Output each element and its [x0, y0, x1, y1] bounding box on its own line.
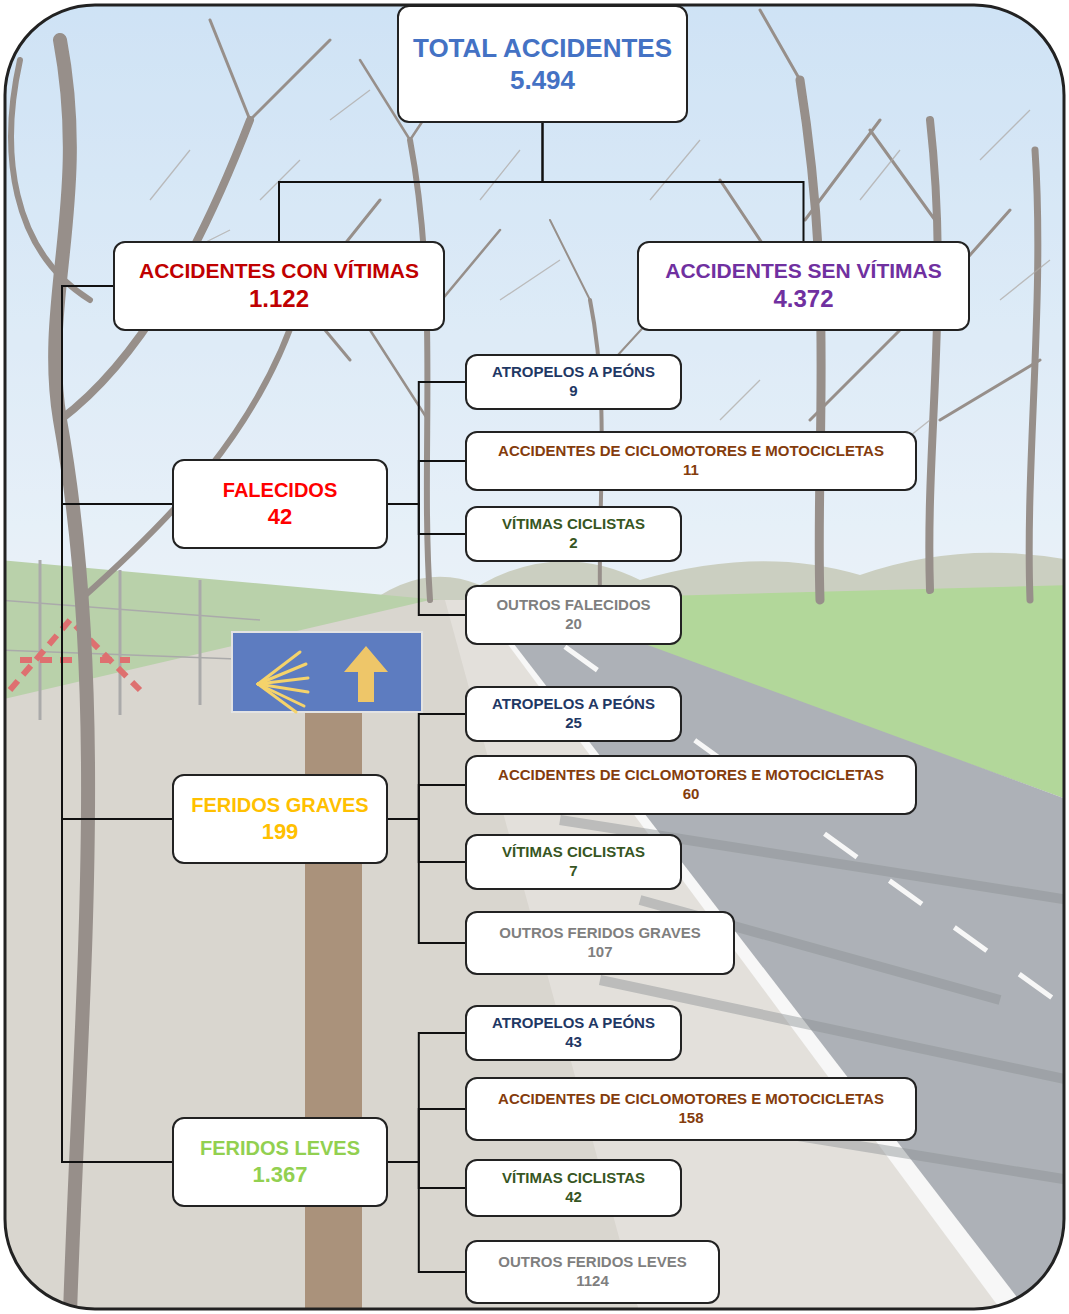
tree-connector: [388, 1109, 465, 1162]
tree-connector: [388, 819, 465, 862]
category-box: VÍTIMAS CICLISTAS42: [465, 1159, 682, 1217]
category-label: FERIDOS LEVES: [200, 1136, 360, 1161]
category-label: ACCIDENTES DE CICLOMOTORES E MOTOCICLETA…: [498, 1090, 884, 1109]
rounded-frame: [5, 5, 1064, 1309]
category-box: TOTAL ACCIDENTES5.494: [397, 5, 688, 123]
category-label: ACCIDENTES CON VÍTIMAS: [139, 258, 419, 284]
tree-connector: [388, 382, 465, 504]
count-value: 107: [587, 943, 612, 962]
tree-connector: [388, 785, 465, 819]
category-box: ACCIDENTES DE CICLOMOTORES E MOTOCICLETA…: [465, 1077, 917, 1141]
count-value: 158: [678, 1109, 703, 1128]
count-value: 25: [565, 714, 582, 733]
category-label: OUTROS FERIDOS GRAVES: [499, 924, 700, 943]
tree-connector: [543, 123, 804, 241]
photo-group: [5, 5, 1064, 1309]
count-value: 9: [569, 382, 577, 401]
tree-connector: [388, 461, 465, 504]
category-label: VÍTIMAS CICLISTAS: [502, 515, 645, 534]
category-box: ACCIDENTES CON VÍTIMAS1.122: [113, 241, 445, 331]
category-label: ATROPELOS A PEÓNS: [492, 363, 655, 382]
category-box: ACCIDENTES DE CICLOMOTORES E MOTOCICLETA…: [465, 755, 917, 815]
category-label: VÍTIMAS CICLISTAS: [502, 1169, 645, 1188]
count-value: 7: [569, 862, 577, 881]
category-box: FALECIDOS42: [172, 459, 388, 549]
tree-connector: [388, 714, 465, 819]
category-label: FALECIDOS: [223, 478, 337, 503]
category-box: OUTROS FERIDOS LEVES1124: [465, 1240, 720, 1304]
tree-connector: [388, 1033, 465, 1162]
count-value: 20: [565, 615, 582, 634]
category-box: OUTROS FERIDOS GRAVES107: [465, 911, 735, 975]
category-label: ATROPELOS A PEÓNS: [492, 1014, 655, 1033]
category-label: TOTAL ACCIDENTES: [413, 32, 672, 65]
category-box: ACCIDENTES SEN VÍTIMAS4.372: [637, 241, 970, 331]
tree-connector: [388, 819, 465, 943]
count-value: 4.372: [773, 284, 833, 314]
count-value: 1.122: [249, 284, 309, 314]
category-box: ACCIDENTES DE CICLOMOTORES E MOTOCICLETA…: [465, 431, 917, 491]
category-box: FERIDOS GRAVES199: [172, 774, 388, 864]
category-label: ACCIDENTES SEN VÍTIMAS: [665, 258, 942, 284]
count-value: 2: [569, 534, 577, 553]
category-label: ACCIDENTES DE CICLOMOTORES E MOTOCICLETA…: [498, 766, 884, 785]
category-label: ATROPELOS A PEÓNS: [492, 695, 655, 714]
count-value: 60: [683, 785, 700, 804]
count-value: 11: [683, 461, 699, 480]
category-box: OUTROS FALECIDOS20: [465, 585, 682, 645]
category-box: ATROPELOS A PEÓNS25: [465, 686, 682, 742]
category-box: ATROPELOS A PEÓNS9: [465, 354, 682, 410]
count-value: 42: [268, 503, 292, 531]
category-label: ACCIDENTES DE CICLOMOTORES E MOTOCICLETA…: [498, 442, 884, 461]
category-label: FERIDOS GRAVES: [191, 793, 368, 818]
count-value: 5.494: [510, 64, 575, 97]
count-value: 43: [565, 1033, 582, 1052]
fade-overlay: [5, 5, 1064, 1309]
count-value: 1124: [576, 1272, 609, 1291]
tree-connector: [62, 286, 172, 1162]
category-label: VÍTIMAS CICLISTAS: [502, 843, 645, 862]
category-box: VÍTIMAS CICLISTAS7: [465, 834, 682, 890]
count-value: 1.367: [252, 1161, 307, 1189]
count-value: 42: [565, 1188, 582, 1207]
category-box: FERIDOS LEVES1.367: [172, 1117, 388, 1207]
tree-connector: [388, 504, 465, 534]
tree-connector: [388, 504, 465, 615]
tree-connector: [62, 286, 172, 819]
tree-connector: [388, 1162, 465, 1272]
category-box: VÍTIMAS CICLISTAS2: [465, 506, 682, 562]
tree-connector: [279, 123, 543, 241]
category-label: OUTROS FALECIDOS: [496, 596, 650, 615]
category-label: OUTROS FERIDOS LEVES: [498, 1253, 686, 1272]
tree-connector: [388, 1162, 465, 1188]
category-box: ATROPELOS A PEÓNS43: [465, 1005, 682, 1061]
count-value: 199: [262, 818, 299, 846]
